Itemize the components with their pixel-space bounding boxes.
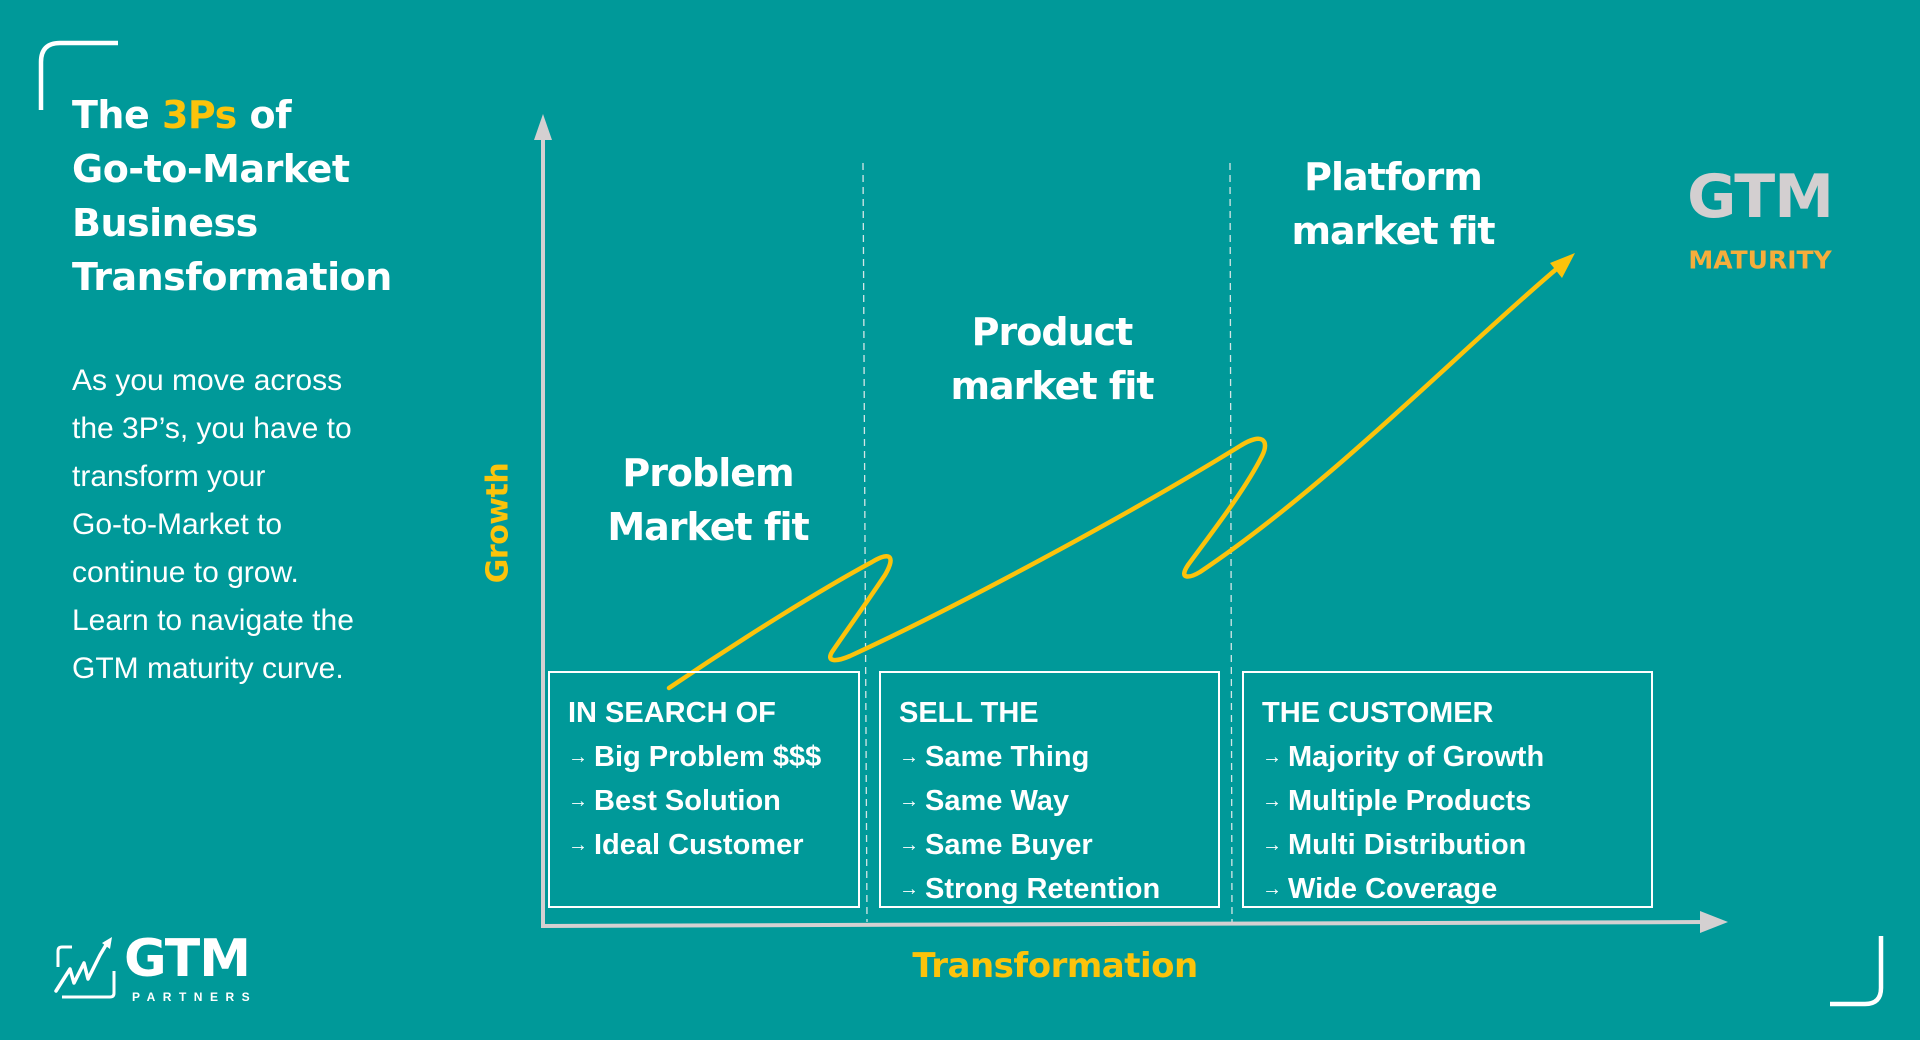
description-line: As you move across — [72, 364, 343, 397]
list-item-label: Same Buyer — [925, 829, 1093, 861]
list-item-label: Strong Retention — [925, 873, 1161, 905]
stage-divider-1 — [862, 162, 868, 923]
stage-heading-line: market fit — [1291, 209, 1495, 253]
maturity-label: MATURITY — [1688, 245, 1832, 275]
list-item-label: Multiple Products — [1288, 785, 1532, 817]
x-axis — [540, 911, 1728, 933]
logo-subtitle: PARTNERS — [132, 990, 258, 1004]
title-accent: 3Ps — [161, 93, 237, 137]
maturity-gtm: GTM — [1687, 162, 1834, 232]
list-item: → Majority of Growth — [1262, 735, 1651, 779]
list-item: → Multi Distribution — [1262, 823, 1651, 867]
stage-heading-problem: Problem Market fit — [607, 446, 809, 554]
description-line: GTM maturity curve. — [72, 652, 344, 685]
list-item: → Strong Retention — [899, 867, 1218, 911]
list-item: → Ideal Customer — [568, 823, 858, 867]
arrow-right-icon: → — [568, 790, 588, 812]
list-item: → Wide Coverage — [1262, 867, 1651, 911]
title-prefix: The — [72, 93, 162, 137]
list-item-label: Wide Coverage — [1288, 873, 1498, 905]
chart-arrow-icon — [54, 937, 116, 999]
description-line: continue to grow. — [72, 556, 299, 589]
stage-heading-line: Platform — [1304, 155, 1483, 199]
stage-box-platform: THE CUSTOMER → Majority of Growth → Multip… — [1242, 671, 1653, 908]
description: As you move across the 3P’s, you have to… — [72, 357, 412, 693]
page-title: The 3Ps of Go-to-Market Business Transfo… — [72, 88, 432, 304]
corner-bracket-top-left — [38, 40, 118, 110]
stage-heading-line: Market fit — [607, 505, 809, 549]
list-item-label: Multi Distribution — [1288, 829, 1527, 861]
list-item-label: Big Problem $$$ — [594, 741, 822, 773]
arrow-right-icon: → — [1262, 878, 1282, 900]
arrow-right-icon: → — [899, 790, 919, 812]
title-suffix: of — [236, 93, 292, 137]
arrow-right-icon: → — [568, 746, 588, 768]
title-line-4: Transformation — [72, 255, 392, 299]
stage-heading-line: market fit — [950, 364, 1154, 408]
arrow-right-icon: → — [899, 746, 919, 768]
list-item: → Same Thing — [899, 735, 1218, 779]
y-axis-label: Growth — [480, 462, 516, 584]
box-heading: THE CUSTOMER — [1262, 697, 1494, 729]
stage-heading-product: Product market fit — [950, 305, 1154, 413]
title-line-2: Go-to-Market — [72, 147, 350, 191]
logo-wordmark: GTM — [124, 929, 251, 989]
maturity-curve — [666, 253, 1575, 691]
curve-arrowhead — [1550, 253, 1575, 278]
x-axis-label: Transformation — [912, 946, 1198, 986]
y-axis — [534, 114, 552, 926]
list-item: → Same Buyer — [899, 823, 1218, 867]
gtm-partners-logo: GTM PARTNERS — [52, 929, 252, 1005]
arrow-right-icon: → — [568, 834, 588, 856]
arrow-right-icon: → — [1262, 746, 1282, 768]
arrow-right-icon: → — [1262, 790, 1282, 812]
description-line: Go-to-Market to — [72, 508, 283, 541]
list-item: → Best Solution — [568, 779, 858, 823]
stage-box-problem: IN SEARCH OF → Big Problem $$$ → Best Solu… — [548, 671, 860, 908]
list-item-label: Majority of Growth — [1288, 741, 1545, 773]
box-heading: SELL THE — [899, 697, 1039, 729]
arrow-right-icon: → — [1262, 834, 1282, 856]
arrow-right-icon: → — [899, 878, 919, 900]
arrow-right-icon: → — [899, 834, 919, 856]
title-line-3: Business — [72, 201, 258, 245]
list-item: → Big Problem $$$ — [568, 735, 858, 779]
list-item: → Same Way — [899, 779, 1218, 823]
box-heading: IN SEARCH OF — [568, 697, 776, 729]
description-line: transform your — [72, 460, 266, 493]
list-item-label: Ideal Customer — [594, 829, 804, 861]
corner-bracket-bottom-right — [1830, 936, 1884, 1007]
list-item: → Multiple Products — [1262, 779, 1651, 823]
description-line: Learn to navigate the — [72, 604, 354, 637]
stage-heading-line: Product — [971, 310, 1134, 354]
stage-heading-platform: Platform market fit — [1291, 150, 1495, 258]
stage-divider-2 — [1229, 162, 1233, 923]
list-item-label: Best Solution — [594, 785, 781, 817]
stage-box-product: SELL THE → Same Thing → Same Way → Same Buy… — [879, 671, 1220, 908]
description-line: the 3P’s, you have to — [72, 412, 352, 445]
list-item-label: Same Thing — [925, 741, 1090, 773]
list-item-label: Same Way — [925, 785, 1069, 817]
stage-heading-line: Problem — [622, 451, 794, 495]
